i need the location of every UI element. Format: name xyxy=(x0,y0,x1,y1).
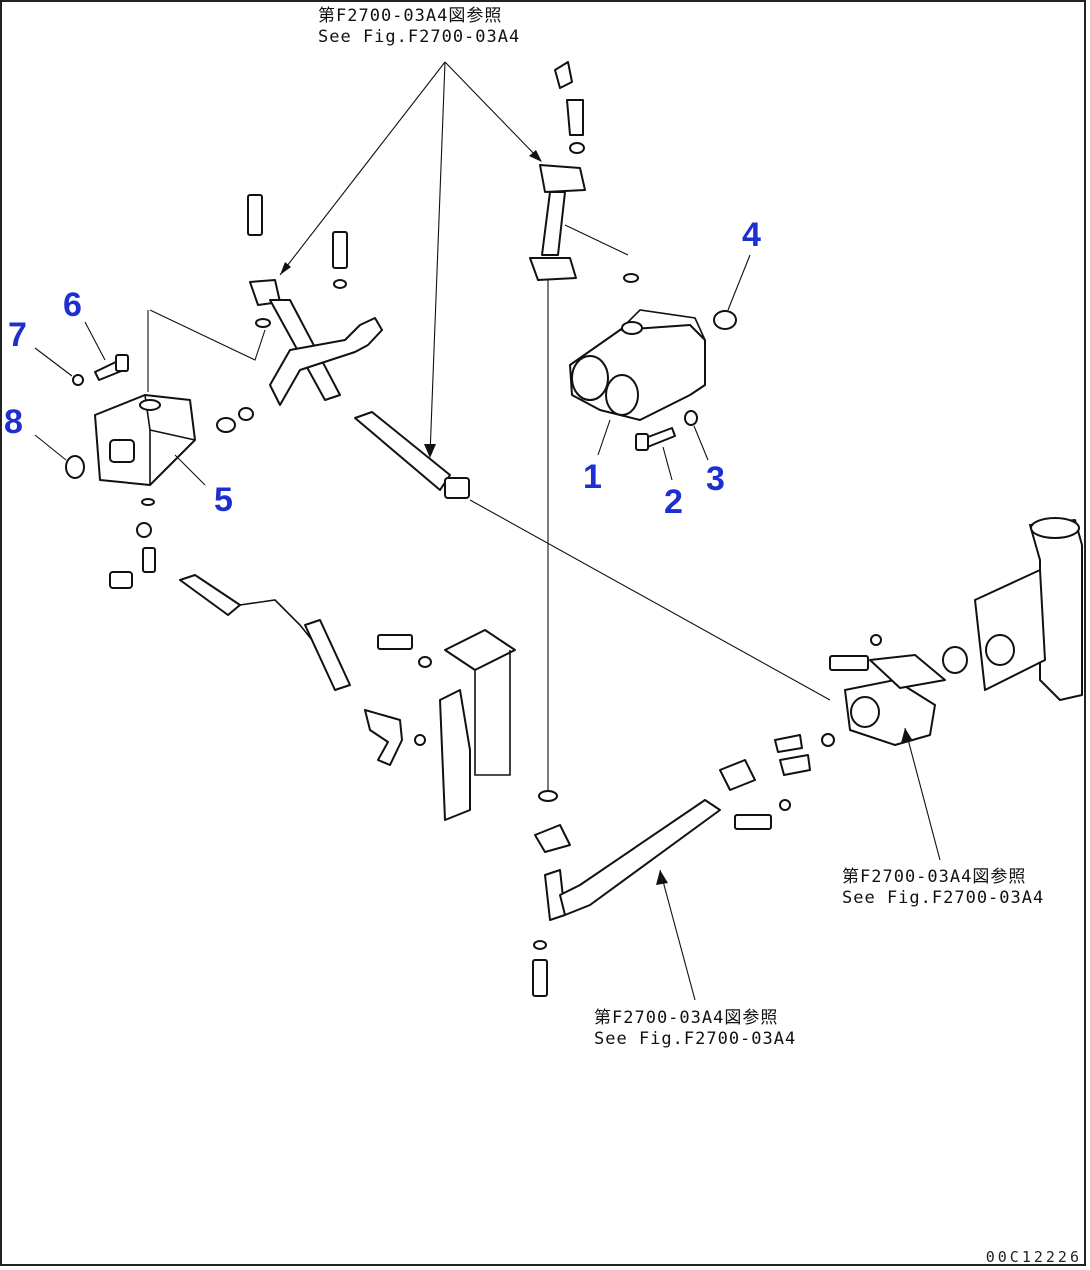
callout-leaders xyxy=(34,254,751,486)
reference-note-jp: 第F2700-03A4図参照 xyxy=(842,867,1027,887)
reference-note-right: 第F2700-03A4図参照 See Fig.F2700-03A4 xyxy=(842,867,1044,909)
bolt-part-2 xyxy=(635,427,676,451)
center-hose xyxy=(354,411,470,499)
part-number-7: 7 xyxy=(8,316,27,354)
right-elbow xyxy=(821,634,946,747)
upper-pipe xyxy=(529,61,586,281)
part-number-5: 5 xyxy=(214,481,233,519)
reference-note-en: See Fig.F2700-03A4 xyxy=(842,888,1045,908)
reference-note-bottom: 第F2700-03A4図参照 See Fig.F2700-03A4 xyxy=(594,1008,796,1050)
top-reference-leaders xyxy=(279,61,542,458)
reference-note-jp: 第F2700-03A4図参照 xyxy=(318,6,503,26)
reference-note-top: 第F2700-03A4図参照 See Fig.F2700-03A4 xyxy=(318,6,520,48)
bolt-part-6 xyxy=(94,354,129,381)
reference-note-en: See Fig.F2700-03A4 xyxy=(318,27,521,47)
reference-note-jp: 第F2700-03A4図参照 xyxy=(594,1008,779,1028)
valve-housing-part-5 xyxy=(94,394,196,506)
drawing-id: 00C12226 xyxy=(985,1248,1082,1266)
o-ring-part-8 xyxy=(65,455,85,479)
left-bracket-pipe xyxy=(216,194,383,433)
part-number-3: 3 xyxy=(706,460,725,498)
clamps xyxy=(734,734,811,830)
left-lower-hose xyxy=(109,522,432,766)
right-housing xyxy=(942,517,1083,701)
part-number-2: 2 xyxy=(664,483,683,521)
lower-reference-leaders xyxy=(656,727,941,1001)
part-number-8: 8 xyxy=(4,403,23,441)
pump-body-part-1 xyxy=(569,273,706,421)
washer-part-3 xyxy=(684,410,698,426)
part-number-6: 6 xyxy=(63,286,82,324)
connection-lines xyxy=(147,224,831,790)
part-number-4: 4 xyxy=(742,216,761,254)
reference-note-en: See Fig.F2700-03A4 xyxy=(594,1029,797,1049)
part-number-1: 1 xyxy=(583,458,602,496)
support-bracket xyxy=(439,629,516,821)
o-ring-part-4 xyxy=(713,310,737,330)
lower-pipe xyxy=(532,759,756,997)
washer-part-7 xyxy=(72,374,84,386)
